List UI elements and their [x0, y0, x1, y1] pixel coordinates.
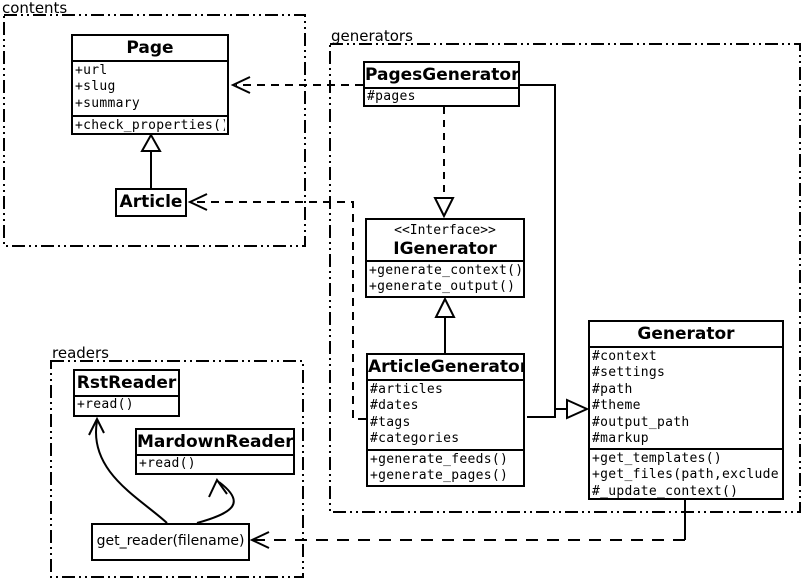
open-arrow-icon: [230, 76, 251, 94]
methods-compartment: +get_templates() +get_files(path,exclude…: [590, 448, 782, 502]
class-box-page: Page +url +slug +summary +check_properti…: [71, 34, 229, 135]
class-box-articlegenerator: ArticleGenerator #articles #dates #tags …: [366, 353, 525, 487]
class-box-rstreader: RstReader +read(): [73, 369, 180, 417]
generalization-triangle-icon: [140, 132, 162, 152]
method: +check_properties(): [75, 118, 225, 133]
class-title: ArticleGenerator: [368, 357, 523, 377]
methods-compartment: +read(): [75, 395, 178, 415]
function-box-get-reader: get_reader(filename): [91, 523, 250, 561]
methods-compartment: +check_properties(): [73, 115, 227, 137]
attribute: #dates: [370, 398, 419, 414]
class-box-pagesgenerator: PagesGenerator #pages: [363, 61, 520, 107]
class-title: Generator: [637, 324, 735, 344]
open-arrow-icon: [88, 416, 105, 436]
package-frame-generators: [329, 43, 801, 513]
package-frame-contents: [3, 14, 306, 247]
method: +get_files(path,exclude): [592, 467, 780, 483]
stereotype-label: <<Interface>>: [394, 223, 496, 238]
package-label-readers: readers: [52, 344, 109, 362]
attribute: #articles: [370, 382, 444, 397]
class-title: MardownReader: [137, 432, 293, 452]
attribute: +summary: [75, 95, 141, 111]
realization-triangle-icon: [433, 197, 455, 219]
generalization-triangle-icon: [566, 398, 590, 420]
generalization-line-generators-generator: [520, 84, 567, 418]
package-label-contents: contents: [2, 0, 68, 17]
attributes-compartment: +url +slug +summary: [73, 60, 227, 115]
generalization-triangle-icon: [434, 296, 456, 318]
package-label-generators: generators: [331, 27, 413, 45]
method: +generate_output(): [369, 279, 516, 295]
class-box-igenerator: <<Interface>> IGenerator +generate_conte…: [365, 218, 525, 298]
class-box-generator: Generator #context #settings #path #them…: [588, 320, 784, 500]
attribute: #context: [592, 349, 658, 364]
attributes-compartment: #context #settings #path #theme #output_…: [590, 346, 782, 448]
package-frame-readers: [50, 360, 304, 578]
methods-compartment: +generate_feeds() +generate_pages(): [368, 449, 523, 487]
class-title: RstReader: [76, 373, 177, 393]
attribute: #tags: [370, 414, 411, 430]
attribute: #path: [592, 381, 633, 397]
class-title: IGenerator: [393, 239, 497, 259]
class-box-article: Article: [115, 188, 187, 217]
arrow-curve-getreader-rstreader: [94, 420, 168, 524]
method: +generate_pages(): [370, 468, 509, 484]
attributes-compartment: #articles #dates #tags #categories: [368, 379, 523, 449]
method: +read(): [139, 457, 196, 470]
method: +generate_context(): [369, 263, 521, 278]
attribute: #markup: [592, 431, 649, 447]
attribute: #pages: [367, 90, 416, 104]
method: +read(): [77, 398, 134, 412]
attributes-compartment: #pages: [365, 87, 518, 107]
open-arrow-icon: [249, 531, 270, 549]
attribute: #output_path: [592, 414, 690, 430]
class-box-mardownreader: MardownReader +read(): [135, 428, 295, 475]
class-title: Article: [119, 192, 183, 212]
class-title: Page: [126, 38, 174, 58]
dependency-line-articlegenerator-article: [194, 201, 366, 420]
attribute: +slug: [75, 79, 116, 95]
method: #_update_context(): [592, 483, 739, 499]
open-arrow-icon: [208, 478, 228, 498]
attribute: #settings: [592, 365, 666, 381]
method: +generate_feeds(): [370, 452, 509, 467]
methods-compartment: +generate_context() +generate_output(): [367, 260, 523, 298]
methods-compartment: +read(): [137, 454, 293, 473]
attribute: +url: [75, 63, 108, 78]
class-title: PagesGenerator: [365, 65, 518, 85]
attribute: #theme: [592, 398, 641, 414]
arrow-curve-getreader-mardownreader: [196, 481, 235, 524]
method: +get_templates(): [592, 451, 723, 466]
attribute: #categories: [370, 431, 460, 447]
open-arrow-icon: [187, 193, 208, 211]
